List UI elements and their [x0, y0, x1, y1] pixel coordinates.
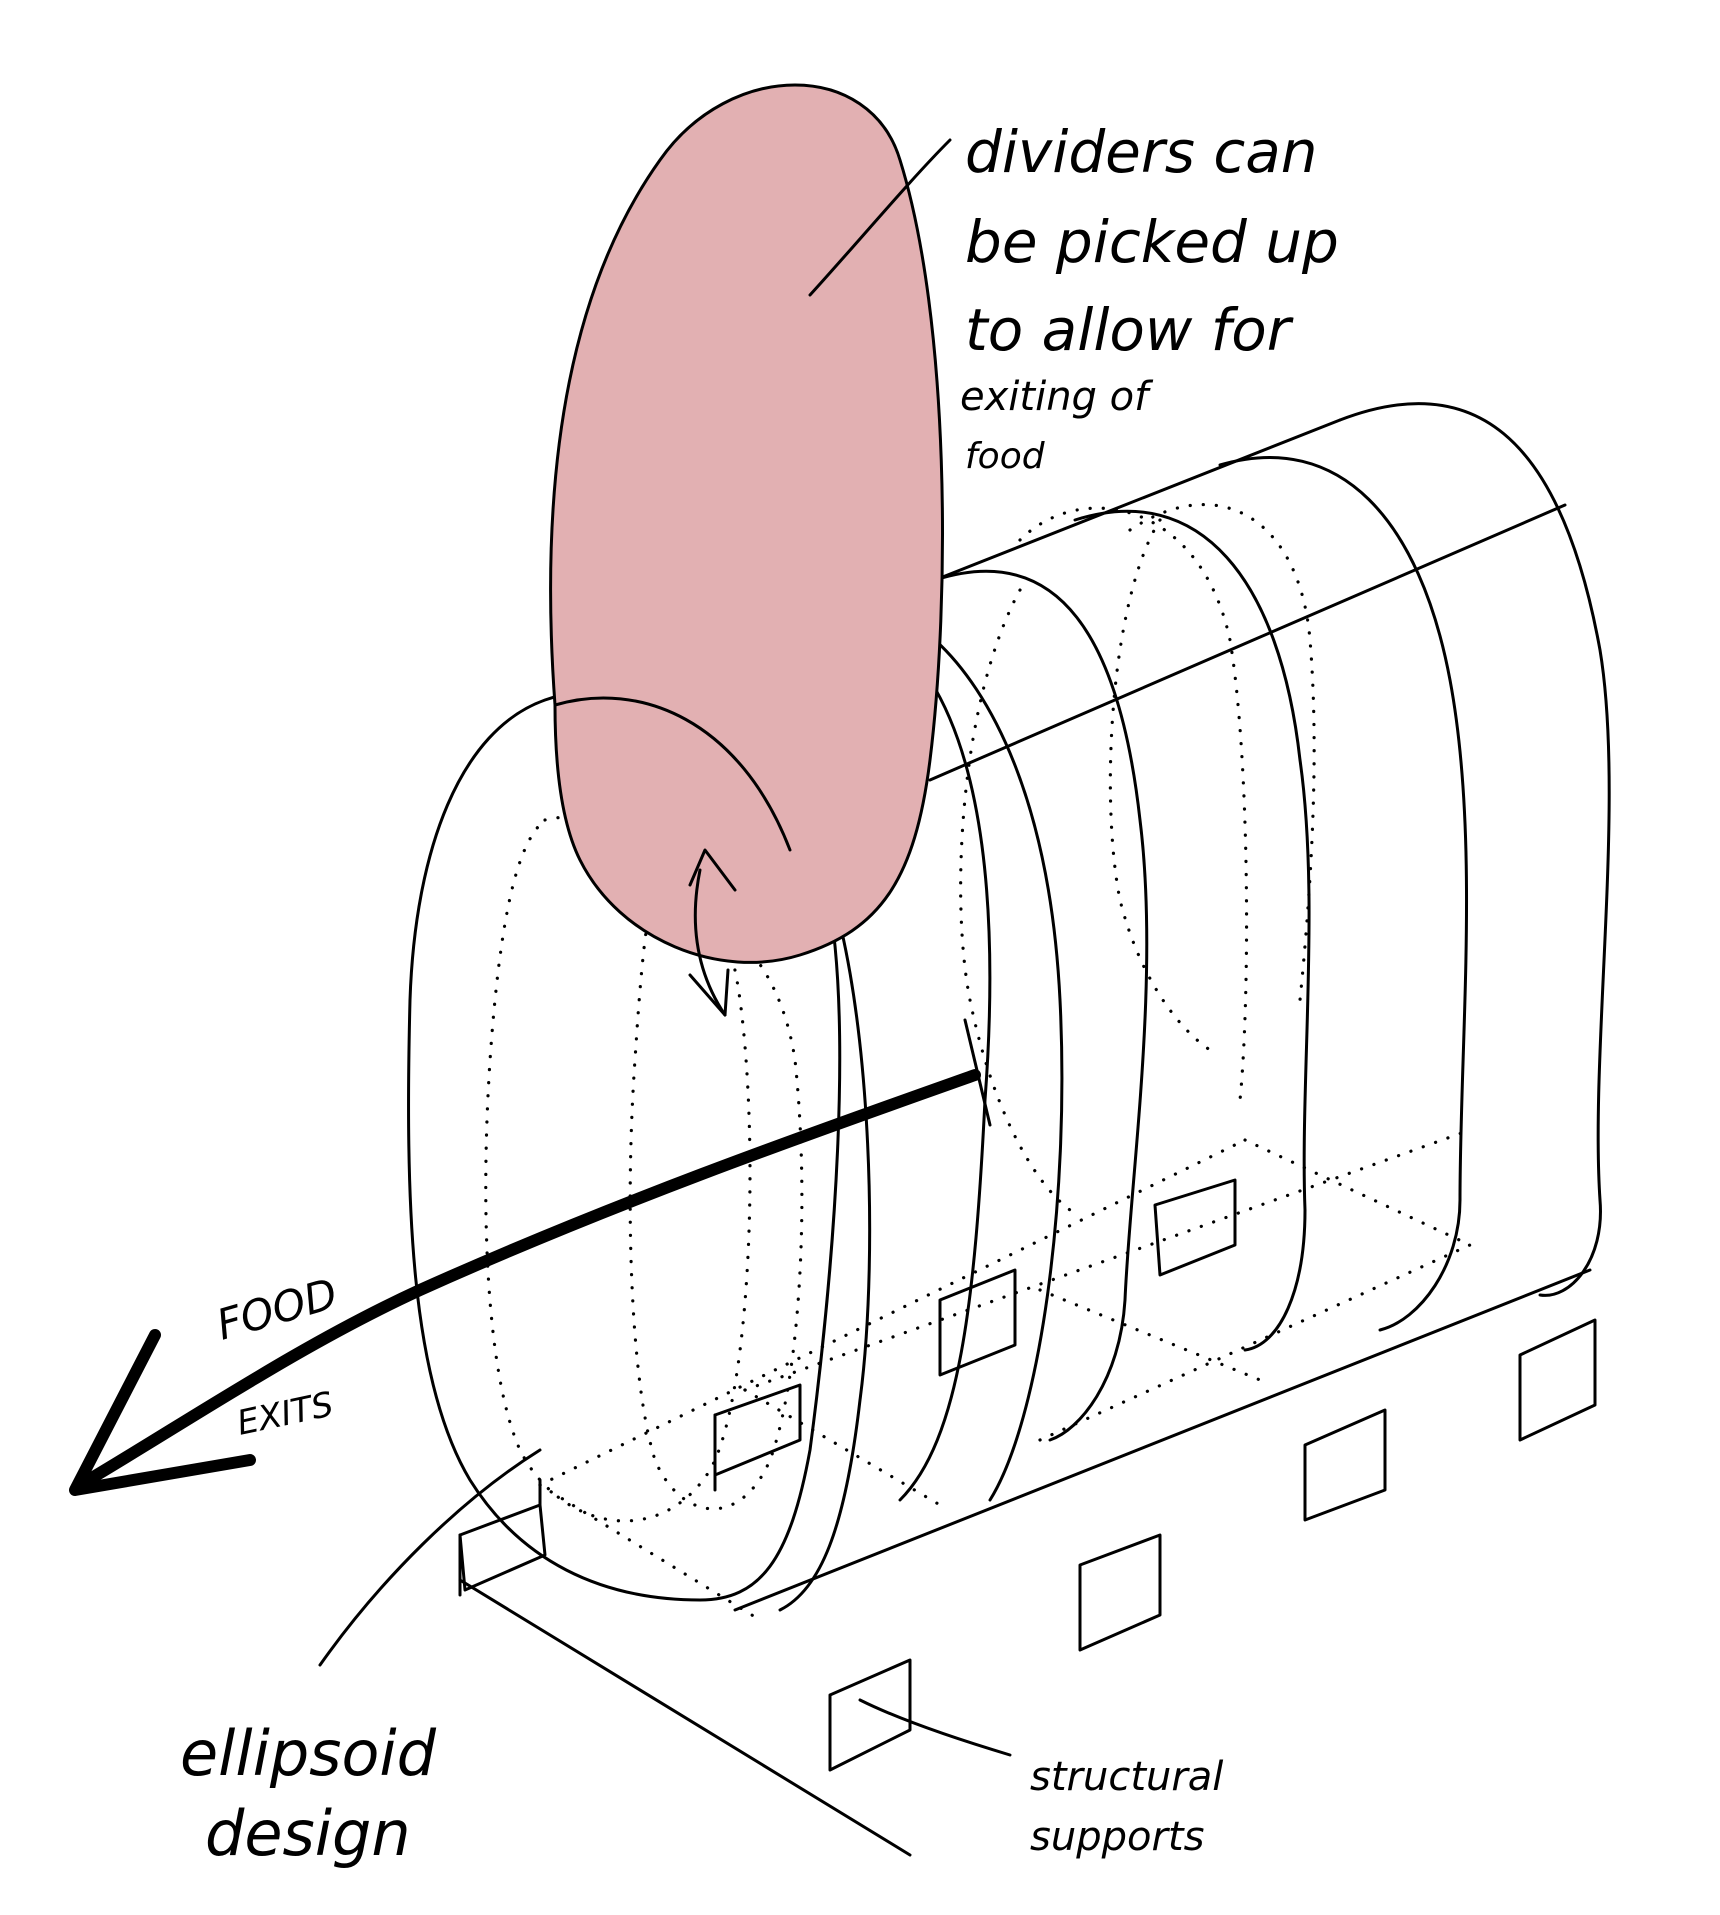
food-exits-line2: EXITS — [234, 1384, 337, 1443]
ellipsoid-design-label: ellipsoid design — [180, 1717, 437, 1870]
structural-supports-label: structural supports — [1030, 1754, 1223, 1860]
divider-annotation: dividers can be picked up to allow for e… — [960, 118, 1339, 477]
food-exits-label: FOOD EXITS — [211, 1269, 342, 1444]
divider-annotation-line3: to allow for — [965, 296, 1294, 364]
ellipsoid-label-line2: design — [205, 1797, 411, 1870]
supports-label-line2: supports — [1030, 1814, 1204, 1860]
inner-dotted-rings — [484, 503, 1316, 1523]
divider-annotation-line5: food — [965, 436, 1046, 477]
divider-annotation-line1: dividers can — [965, 118, 1318, 186]
base-frame — [458, 1128, 1592, 1857]
structural-support-blocks — [458, 1178, 1597, 1772]
ellipsoid-label-line1: ellipsoid — [180, 1717, 437, 1790]
lift-arrow-icon — [688, 848, 737, 1017]
leader-lines — [318, 138, 1012, 1757]
divider-annotation-line4: exiting of — [960, 374, 1154, 420]
food-exit-arrow-icon — [69, 1018, 992, 1496]
divider-annotation-line2: be picked up — [965, 208, 1339, 276]
supports-label-line1: structural — [1030, 1754, 1223, 1800]
removable-divider — [549, 83, 944, 964]
